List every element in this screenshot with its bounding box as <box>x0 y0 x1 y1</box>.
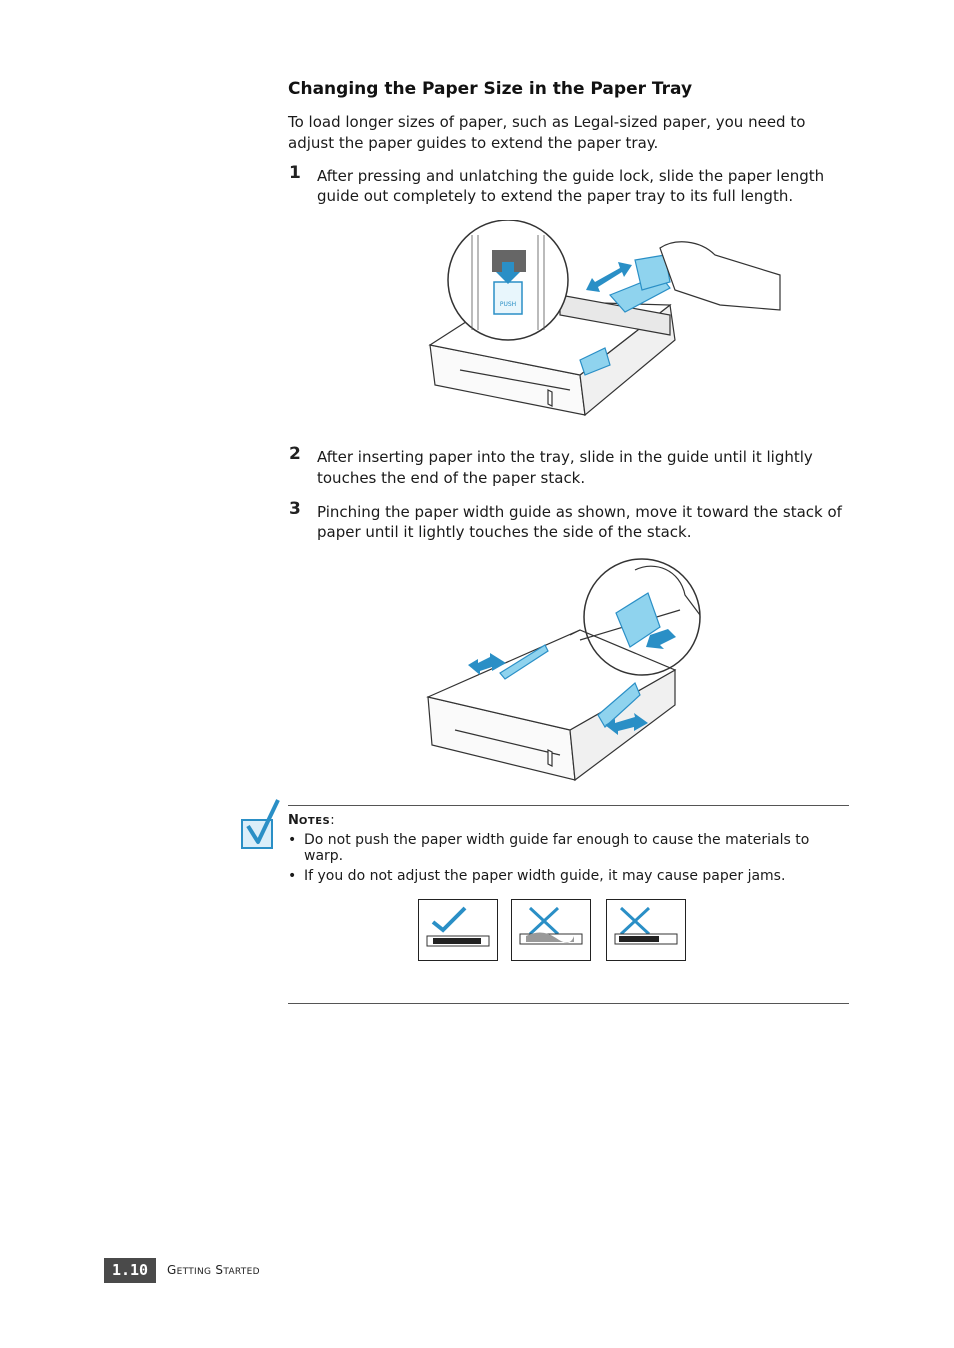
correct-check-icon <box>426 906 490 947</box>
tray-length-guide-illustration: PUSH <box>428 220 781 417</box>
step-3-line-1: Pinching the paper width guide as shown,… <box>317 503 842 521</box>
page-number-badge: 1.10 <box>104 1258 156 1283</box>
tray-width-guide-illustration <box>426 558 701 782</box>
step-2-line-1: After inserting paper into the tray, sli… <box>317 448 813 466</box>
push-label: PUSH <box>500 301 516 308</box>
wrong-cross-icon-2 <box>614 906 678 945</box>
section-heading: Changing the Paper Size in the Paper Tra… <box>288 79 693 99</box>
too-tight-guide-example <box>511 899 591 961</box>
notes-top-rule <box>288 805 849 806</box>
notes-title: NOTES: <box>288 813 335 828</box>
step-1-line-1: After pressing and unlatching the guide … <box>317 167 825 185</box>
notes-bottom-rule <box>288 1003 849 1004</box>
step-1-line-2: guide out completely to extend the paper… <box>317 187 794 205</box>
too-loose-guide-example <box>606 899 686 961</box>
correct-guide-example <box>418 899 498 961</box>
notes-checkmark-icon <box>241 799 280 849</box>
step-3-line-2: paper until it lightly touches the side … <box>317 523 692 541</box>
wrong-cross-icon <box>519 906 583 945</box>
step-1-number: 1 <box>289 163 301 183</box>
notes-bullet-2: • If you do not adjust the paper width g… <box>288 868 786 884</box>
step-2-line-2: touches the end of the paper stack. <box>317 469 586 487</box>
step-3-number: 3 <box>289 499 301 519</box>
intro-paragraph: To load longer sizes of paper, such as L… <box>288 113 806 152</box>
notes-bullet-1: • Do not push the paper width guide far … <box>288 832 810 864</box>
step-2-number: 2 <box>289 444 301 464</box>
section-name: GETTING STARTED <box>167 1263 260 1277</box>
